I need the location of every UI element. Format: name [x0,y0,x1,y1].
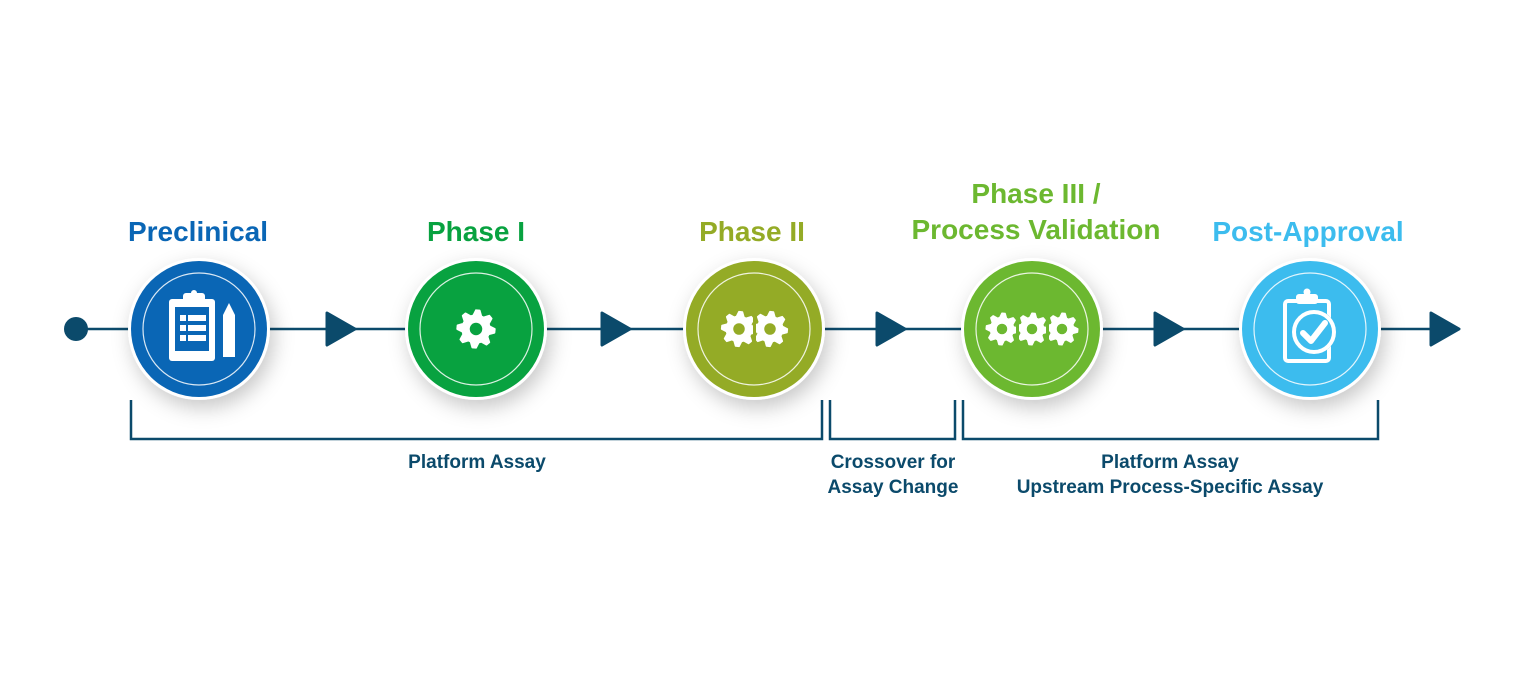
stage-inner-ring [697,272,811,386]
caption-line: Platform Assay [408,452,546,473]
bracket-platform-assay [129,400,824,441]
gear-gap [753,309,756,349]
caption-platform-upstream: Platform Assay Upstream Process-Specific… [1017,450,1324,500]
three-gears-icon [985,311,1079,347]
clipboard-check-icon [1283,288,1336,363]
stage-node-preclinical [128,258,270,400]
pencil-body [223,315,235,357]
caption-line: Platform Assay [1101,452,1239,473]
clipboard-fold [175,351,193,357]
title-line: Process Validation [911,214,1161,245]
caption-line: Assay Change [827,477,959,498]
stage-inner-ring [975,272,1089,386]
bracket-platform-upstream [961,400,1380,441]
single-gear-icon [456,309,496,349]
caption-platform-assay: Platform Assay [408,450,546,475]
stage-title-post-approval: Post-Approval [1212,214,1403,250]
stage-inner-ring [419,272,533,386]
clipboard-clip-knob [191,290,197,296]
gear-hole [996,323,1008,335]
arrow-icon [1429,311,1461,347]
gear-hole [764,323,776,335]
gear-gap [1016,311,1019,347]
arrow-icon [325,311,357,347]
pencil-tip [223,303,235,315]
arrow-icon [875,311,907,347]
clipboard-list-pencil-icon [169,290,235,361]
stage-inner-ring [1253,272,1367,386]
caption-crossover: Crossover for Assay Change [828,450,959,500]
clipboard-clip [183,293,205,304]
title-line: Preclinical [127,216,269,247]
caption-line: Upstream Process-Specific Assay [1016,477,1324,498]
bracket-crossover [828,400,957,441]
two-gears-icon [720,309,789,349]
check-badge-ring [1292,310,1336,354]
gear-gap [1046,311,1049,347]
list-bullet [180,315,186,321]
list-line [188,325,206,331]
title-line: Phase II [699,216,805,247]
stage-node-post-approval [1239,258,1381,400]
stage-title-phase1: Phase I [427,214,525,250]
stage-node-phase1 [405,258,547,400]
stage-title-phase3: Phase III / Process Validation [912,176,1161,248]
stage-title-preclinical: Preclinical [128,214,268,250]
timeline-start-dot [64,317,88,341]
arrow-icon [600,311,632,347]
stage-node-phase2 [683,258,825,400]
list-bullet [180,325,186,331]
arrow-icon [1153,311,1185,347]
title-line: Phase I [426,216,526,247]
clipboard-clip [1296,294,1318,304]
list-bullet [180,335,186,341]
title-line: Phase III / [971,178,1101,209]
list-line [188,315,206,321]
title-line: Post-Approval [1212,216,1404,247]
gear-hole [1026,323,1038,335]
check-mark [1300,320,1328,344]
gear-hole [1056,323,1068,335]
gear-hole [733,323,745,335]
clipboard-clip-knob [1303,288,1311,296]
stage-title-phase2: Phase II [699,214,805,250]
list-line [188,335,206,341]
stage-inner-ring [142,272,256,386]
gear-hole [469,322,483,336]
caption-line: Crossover for [830,452,956,473]
stage-node-phase3 [961,258,1103,400]
